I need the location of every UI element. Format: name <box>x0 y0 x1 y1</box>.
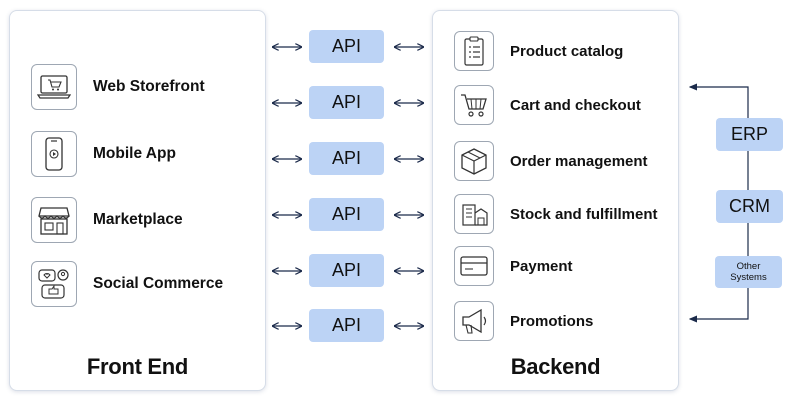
erp-badge: ERP <box>716 118 783 151</box>
frontend-title: Front End <box>86 354 189 379</box>
frontend-panel: Web Storefront Mobile App Marketplace <box>9 10 266 391</box>
api-badge: API <box>309 198 384 231</box>
backend-item-order-management: Order management <box>454 141 648 181</box>
backend-item-cart-and-checkout: Cart and checkout <box>454 85 641 125</box>
frontend-item-mobile-app: Mobile App <box>31 131 176 177</box>
frontend-item-label: Mobile App <box>93 145 176 162</box>
storefront-icon <box>31 197 77 243</box>
box-icon <box>454 141 494 181</box>
systems-bracket-bottom <box>688 288 749 323</box>
frontend-item-label: Marketplace <box>93 211 183 228</box>
backend-item-product-catalog: Product catalog <box>454 31 623 71</box>
backend-item-payment: Payment <box>454 246 573 286</box>
backend-item-promotions: Promotions <box>454 301 593 341</box>
api-badge: API <box>309 254 384 287</box>
api-badge: API <box>309 86 384 119</box>
backend-item-label: Cart and checkout <box>510 96 641 114</box>
api-badge: API <box>309 142 384 175</box>
systems-bracket-top <box>688 83 749 118</box>
other-systems-line1: Other <box>736 261 761 272</box>
backend-item-label: Order management <box>510 152 648 170</box>
laptop-cart-icon <box>31 64 77 110</box>
frontend-item-web-storefront: Web Storefront <box>31 64 205 110</box>
backend-item-label: Promotions <box>510 312 594 330</box>
backend-item-label: Product catalog <box>510 42 624 60</box>
social-chat-icon <box>31 261 77 307</box>
backend-title: Backend <box>510 354 601 379</box>
card-icon <box>454 246 494 286</box>
other-systems-line2: Systems <box>730 272 767 283</box>
checklist-icon <box>454 31 494 71</box>
cart-icon <box>454 85 494 125</box>
api-badge: API <box>309 309 384 342</box>
smartphone-icon <box>31 131 77 177</box>
megaphone-icon <box>454 301 494 341</box>
frontend-item-marketplace: Marketplace <box>31 197 183 243</box>
api-badge: API <box>309 30 384 63</box>
backend-item-label: Payment <box>510 257 573 275</box>
warehouse-icon <box>454 194 494 234</box>
backend-item-stock-and-fulfillment: Stock and fulfillment <box>454 194 658 234</box>
backend-item-label: Stock and fulfillment <box>510 205 658 223</box>
backend-panel: Product catalog Cart and checkout Order … <box>432 10 679 391</box>
frontend-item-label: Web Storefront <box>93 78 205 95</box>
frontend-item-social-commerce: Social Commerce <box>31 261 223 307</box>
crm-badge: CRM <box>716 190 783 223</box>
frontend-item-label: Social Commerce <box>93 275 224 292</box>
